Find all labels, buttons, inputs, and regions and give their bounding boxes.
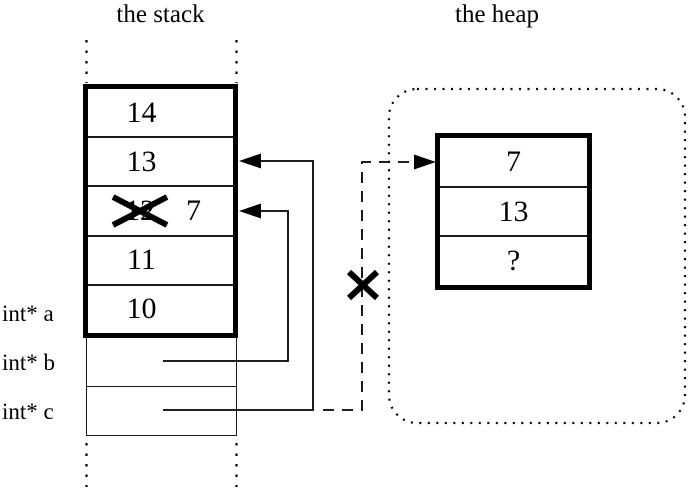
heap-cell: ? [440,235,587,285]
heap-cell-value: 13 [498,194,529,228]
stack-cell-value: 11 [127,243,156,277]
dangling-pointer-arrowhead-icon [414,154,436,170]
pointer-c-arrowhead-icon [239,153,261,169]
crossed-value-group: 12 [110,193,170,229]
stack-cell-crossed: 12 7 [88,185,233,234]
var-a-label: int* a [2,301,54,326]
cross-out-icon [111,194,169,228]
heap-cell: 7 [440,138,587,186]
var-c-cell [86,387,237,436]
heap-cell-value: ? [506,244,521,278]
stack-cell-value: 13 [126,144,157,178]
heap-cell-value: 7 [506,144,521,178]
stack-cell: 10 [88,283,233,333]
stack-cell-value: 14 [126,95,157,129]
stack-cell: 13 [88,136,233,185]
var-b-cell [86,338,237,387]
pointer-b-arrowhead-icon [239,203,261,219]
stack-box: 14 13 12 7 11 10 [83,84,238,338]
new-value: 7 [186,194,201,227]
var-b-label: int* b [2,350,56,375]
heap-cell: 13 [440,185,587,236]
heap-title: the heap [455,1,539,28]
heap-box: 7 13 ? [435,133,592,290]
stack-cell-value: 10 [126,292,157,326]
stack-title: the stack [116,1,205,28]
stack-cell: 11 [88,234,233,284]
dangling-pointer [323,154,436,411]
var-c-label: int* c [2,399,54,424]
stack-cell: 14 [88,89,233,136]
broken-pointer-x-icon [346,269,380,301]
